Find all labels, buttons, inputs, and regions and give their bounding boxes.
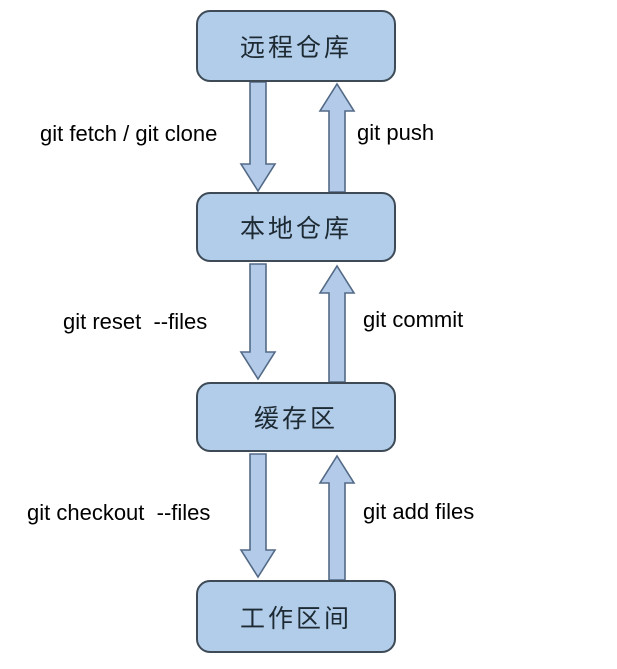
box-local-repo-label: 本地仓库 — [239, 216, 352, 243]
box-workspace-label: 工作区间 — [239, 605, 352, 633]
edge-label-git-add: git add files — [363, 499, 475, 524]
arrow-up-push-icon — [318, 82, 356, 193]
box-staging-area-label: 缓存区 — [253, 406, 338, 433]
edge-label-git-fetch-clone: git fetch / git clone — [40, 121, 218, 146]
edge-label-git-commit: git commit — [363, 307, 464, 332]
box-workspace: 工作区间 — [196, 580, 396, 653]
edge-label-git-checkout: git checkout --files — [27, 500, 211, 525]
box-remote-repo-label: 远程仓库 — [239, 35, 352, 62]
arrow-down-fetch-icon — [239, 81, 277, 193]
box-local-repo: 本地仓库 — [196, 192, 396, 262]
arrow-up-add-icon — [318, 454, 356, 581]
arrow-down-reset-icon — [239, 263, 277, 381]
box-staging-area: 缓存区 — [196, 382, 396, 452]
edge-label-git-reset: git reset --files — [63, 309, 208, 334]
arrow-down-checkout-icon — [239, 453, 277, 579]
edge-label-git-push: git push — [357, 120, 435, 145]
arrow-up-commit-icon — [318, 264, 356, 383]
box-remote-repo: 远程仓库 — [196, 10, 396, 82]
